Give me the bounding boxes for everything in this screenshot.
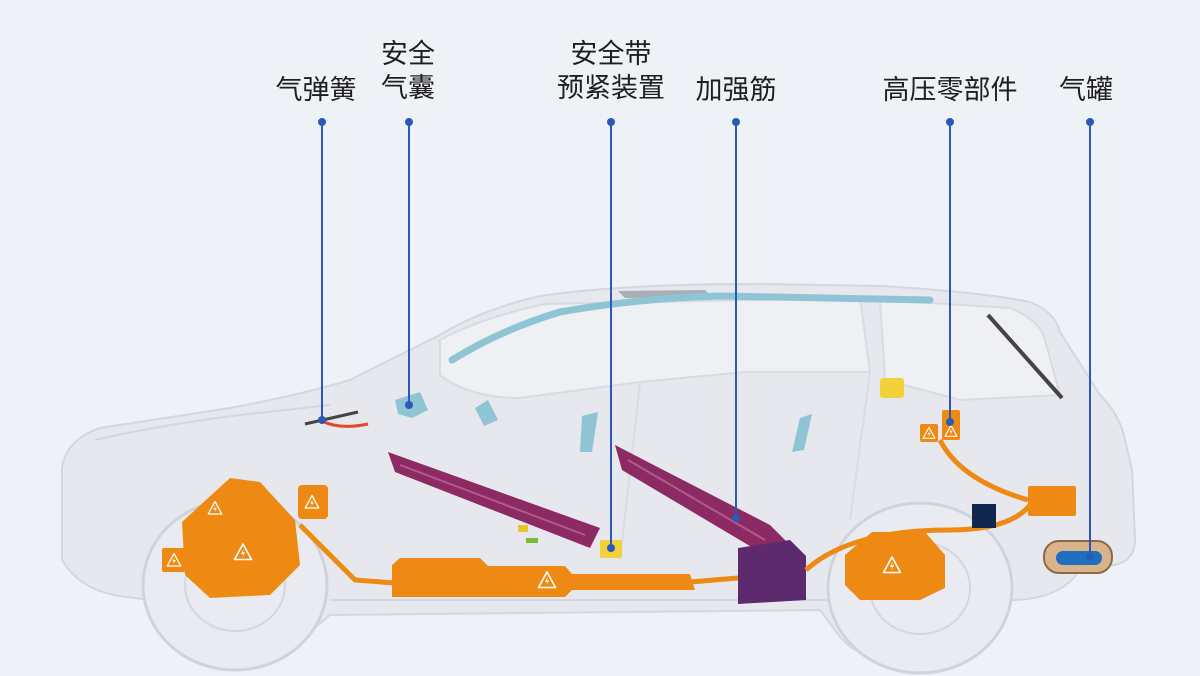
callout-label-line: 加强筋 [695,75,777,106]
rear-reinforcement-rib-groove [627,459,766,541]
rear-hv-cable [804,503,1032,572]
rear-footwell [738,540,806,604]
leader-dot [607,118,615,126]
curtain-airbag [448,292,934,364]
hood-gas-spring [304,410,359,426]
side-airbag-b-pillar [580,412,598,452]
callout-gas-tank: 气罐 [1059,74,1113,108]
leader-dot [405,118,413,126]
side-airbag-rear [792,414,812,452]
leader-dot [732,118,740,126]
leader-dot [946,418,954,426]
leader-dot [318,416,326,424]
rear-upper-hv-cable [937,438,1029,503]
rear-pretensioner-part [880,378,904,398]
rear-hv-module [1028,486,1076,516]
leader-dot [946,118,954,126]
leader-dot [1086,118,1094,126]
callout-label-line: 气罐 [1059,75,1113,106]
callout-label-line: 气弹簧 [275,75,357,106]
side-airbag-front [475,400,498,426]
rear-quarter-window [878,298,1062,402]
leader-dot [1086,553,1094,561]
front-inverter [298,485,328,519]
callout-seatbelt-pretensioner: 安全带 预紧装置 [557,38,665,106]
small-yellow-part [518,525,528,532]
front-hood-line [94,404,331,441]
rear-junction-box-left [920,424,938,442]
callout-gas-spring: 气弹簧 [276,74,357,108]
gas-tank-cylinder [1056,551,1102,565]
mid-hv-cable [689,575,739,585]
callout-label-line: 安全 [381,39,435,70]
small-green-part [526,538,538,543]
front-junction-box [162,548,186,572]
rear-motor-housing [845,532,945,600]
leader-dot [405,401,413,409]
callout-reinforcement-rib: 加强筋 [696,74,777,108]
leader-dot [318,118,326,126]
callout-label-line: 高压零部件 [882,75,1018,106]
high-voltage-system [162,410,1076,600]
leader-dot [607,544,615,552]
car-windows [439,296,872,400]
reinforcement-ribs [388,445,806,604]
front-hv-cable [298,523,396,586]
callout-label-line: 安全带 [570,39,652,70]
callout-high-voltage-parts: 高压零部件 [883,74,1018,108]
rear-reinforcement-rib [615,445,790,552]
callout-airbag: 安全 气囊 [381,38,435,106]
tailgate-gas-spring [986,313,1064,400]
gas-tank-part [1043,540,1113,574]
leader-dot [732,514,740,522]
dark-navy-component [972,504,996,528]
callout-label-line: 预紧装置 [557,73,665,104]
front-reinforcement-rib-groove [399,464,586,536]
leader-lines [318,118,1094,561]
callout-label-line: 气囊 [381,73,435,104]
